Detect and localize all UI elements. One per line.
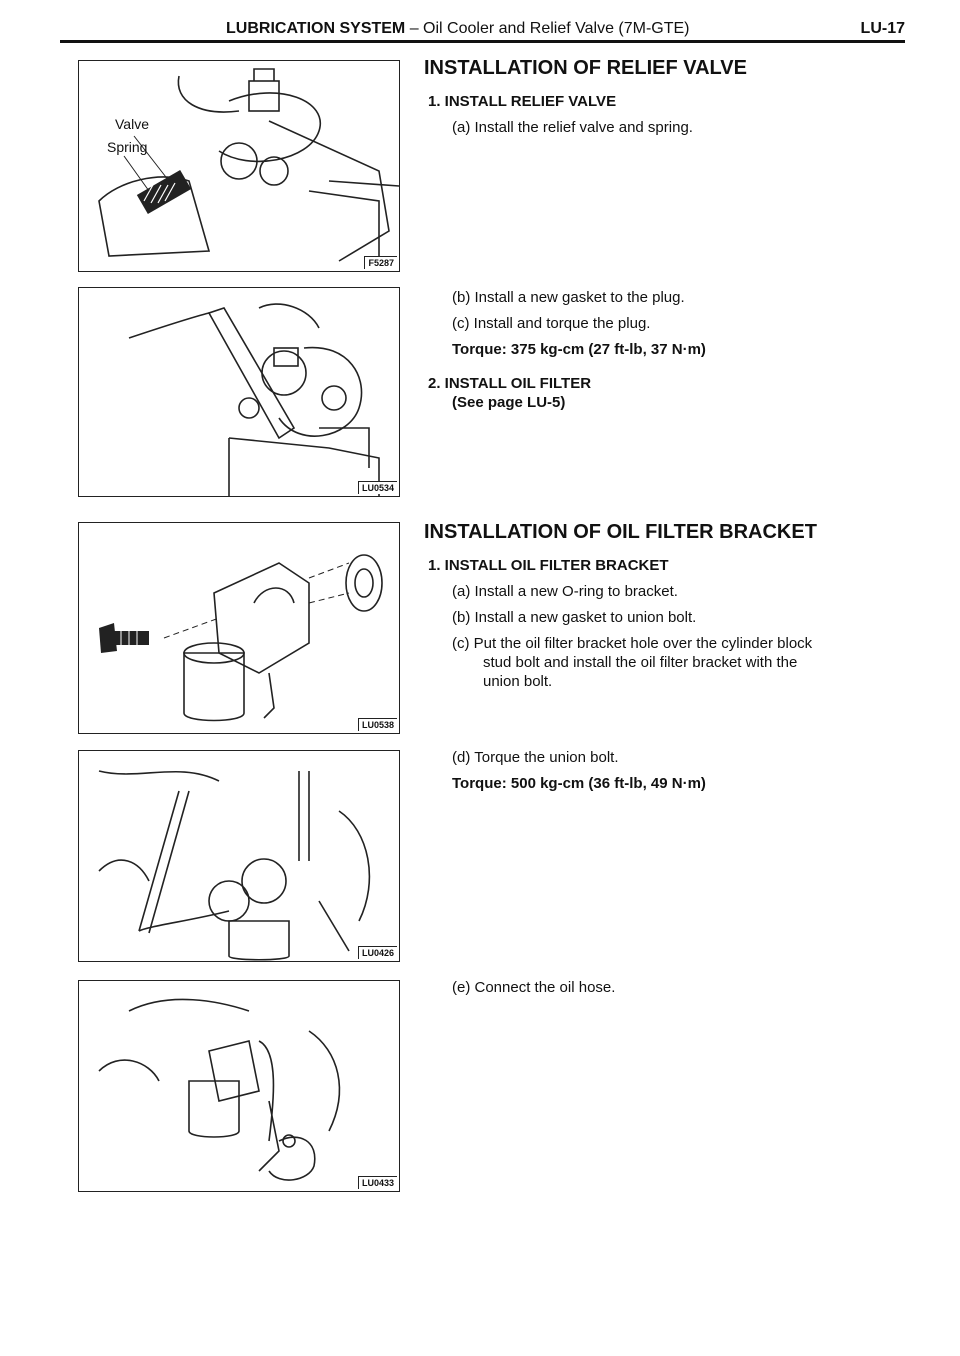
relief-valve-heading: INSTALLATION OF RELIEF VALVE [424,57,747,79]
relief-step-2-reference: (See page LU-5) [452,394,566,411]
figure-oil-filter-bracket: LU0538 [78,522,400,734]
bracket-step-1c-line3: union bolt. [483,673,553,690]
figure-code: LU0433 [357,1176,397,1189]
bracket-step-1c-line1: (c) Put the oil filter bracket hole over… [452,635,813,652]
bracket-step-1a: (a) Install a new O-ring to bracket. [452,583,678,600]
figure-torque-union-bolt: LU0426 [78,750,400,962]
bracket-heading: INSTALLATION OF OIL FILTER BRACKET [424,521,817,543]
page-number: LU-17 [860,20,905,37]
relief-valve-illustration [98,68,399,262]
figure-relief-valve-spring: Valve Spring F5287 [78,60,400,272]
figure-code: LU0426 [357,946,397,959]
bracket-torque-spec: Torque: 500 kg-cm (36 ft-lb, 49 N·m) [452,775,706,792]
relief-step-1c: (c) Install and torque the plug. [452,315,651,332]
bracket-step-1e: (e) Connect the oil hose. [452,979,616,996]
relief-step-2: 2. INSTALL OIL FILTER [428,375,592,392]
label-spring: Spring [107,139,148,155]
label-valve: Valve [115,116,149,132]
bracket-step-1c-line2: stud bolt and install the oil filter bra… [483,654,798,671]
relief-step-1b: (b) Install a new gasket to the plug. [452,289,685,306]
torque-union-bolt-illustration [98,770,371,961]
figure-connect-oil-hose: LU0433 [78,980,400,1192]
header-rule [60,40,905,43]
header-title: LUBRICATION SYSTEM – Oil Cooler and Reli… [226,20,690,38]
torque-plug-illustration [128,303,380,496]
header-section-name: LUBRICATION SYSTEM [226,20,406,37]
oil-filter-bracket-illustration [99,554,383,722]
page-header: LUBRICATION SYSTEM – Oil Cooler and Reli… [60,18,905,40]
figure-code: LU0534 [357,481,397,494]
bracket-step-1b: (b) Install a new gasket to union bolt. [452,609,697,626]
relief-step-1a: (a) Install the relief valve and spring. [452,119,693,136]
connect-oil-hose-illustration [98,998,341,1181]
figure-torque-plug: LU0534 [78,287,400,497]
figure-code: LU0538 [357,718,397,731]
bracket-step-1d: (d) Torque the union bolt. [452,749,619,766]
figure-code: F5287 [364,256,397,269]
bracket-step-1: 1. INSTALL OIL FILTER BRACKET [428,557,669,574]
relief-torque-spec: Torque: 375 kg-cm (27 ft-lb, 37 N·m) [452,341,706,358]
relief-step-1: 1. INSTALL RELIEF VALVE [428,93,617,110]
header-section-subtitle: – Oil Cooler and Relief Valve (7M-GTE) [405,20,690,37]
